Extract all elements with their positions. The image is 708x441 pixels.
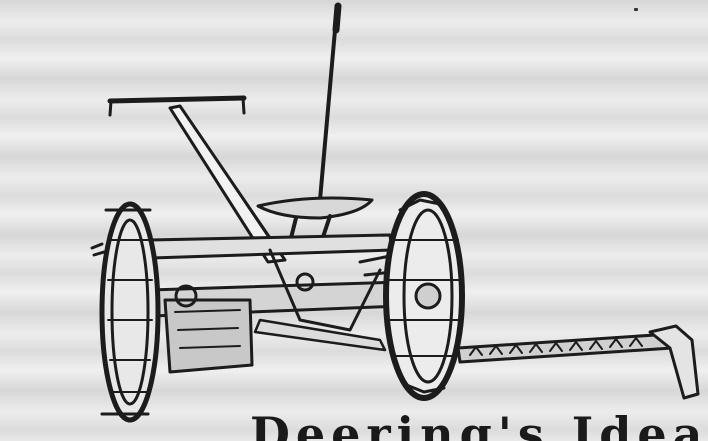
seat: [256, 196, 374, 252]
right-wheel: [383, 191, 465, 401]
ink-speck: [634, 8, 638, 11]
cutter-bar: [456, 324, 700, 400]
tongue-pole: [107, 95, 287, 264]
left-wheel: [99, 201, 161, 423]
caption-text: Deering's Ideal Mower: [250, 411, 708, 441]
lift-lever: [318, 2, 342, 202]
